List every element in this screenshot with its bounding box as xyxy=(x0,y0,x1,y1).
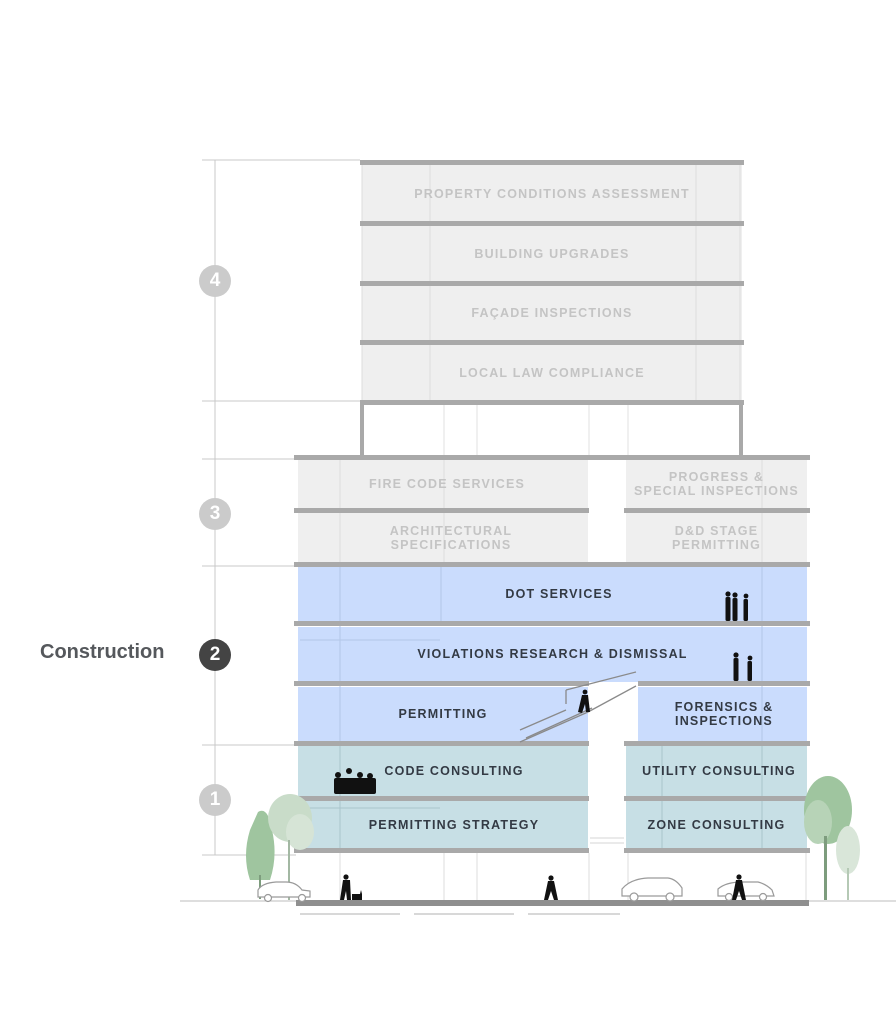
floor-violations-research-dismissal: VIOLATIONS RESEARCH & DISMISSAL xyxy=(417,647,688,661)
floor-progress-special-inspections: PROGRESS & SPECIAL INSPECTIONS xyxy=(634,470,799,498)
floor-local-law-compliance: LOCAL LAW COMPLIANCE xyxy=(459,365,645,380)
stage-2-floors xyxy=(294,567,810,746)
person-group-dot xyxy=(725,591,749,621)
stair xyxy=(519,671,637,743)
floor-forensics-inspections: FORENSICS & INSPECTIONS xyxy=(674,700,774,728)
stage-3-number: 3 xyxy=(199,498,231,530)
pedestrian-with-dog xyxy=(340,874,362,900)
floor-zone-consulting: ZONE CONSULTING xyxy=(647,818,786,832)
floor-property-conditions-assessment: PROPERTY CONDITIONS ASSESSMENT xyxy=(414,186,690,201)
cars xyxy=(257,877,775,903)
people xyxy=(334,591,753,900)
person-on-stair xyxy=(578,689,590,713)
stage-2-number: 2 xyxy=(199,639,231,671)
floor-permitting-strategy: PERMITTING STRATEGY xyxy=(368,818,540,832)
pedestrian-right xyxy=(732,874,746,900)
floor-dd-stage-permitting: D&D STAGE PERMITTING xyxy=(671,523,762,552)
person-group-violations xyxy=(733,652,753,681)
pedestrian-center xyxy=(544,875,558,900)
meeting-group xyxy=(334,768,376,794)
floor-utility-consulting: UTILITY CONSULTING xyxy=(642,764,796,778)
stage-4-tower xyxy=(360,160,744,457)
stage-4-number: 4 xyxy=(199,265,231,297)
foundation-slab xyxy=(296,900,809,906)
stage-1-number: 1 xyxy=(199,784,231,816)
floor-permitting: PERMITTING xyxy=(398,707,488,721)
floor-architectural-specifications: ARCHITECTURAL SPECIFICATIONS xyxy=(389,523,513,552)
floor-code-consulting: CODE CONSULTING xyxy=(384,764,524,778)
active-stage-label: Construction xyxy=(40,641,165,663)
stage-1-floors xyxy=(294,746,810,900)
floor-fire-code-services: FIRE CODE SERVICES xyxy=(368,477,526,491)
stage-3-floors xyxy=(294,455,810,567)
floor-facade-inspections: FAÇADE INSPECTIONS xyxy=(471,306,633,320)
floor-building-upgrades: BUILDING UPGRADES xyxy=(474,246,630,261)
floor-dot-services: DOT SERVICES xyxy=(505,587,613,601)
